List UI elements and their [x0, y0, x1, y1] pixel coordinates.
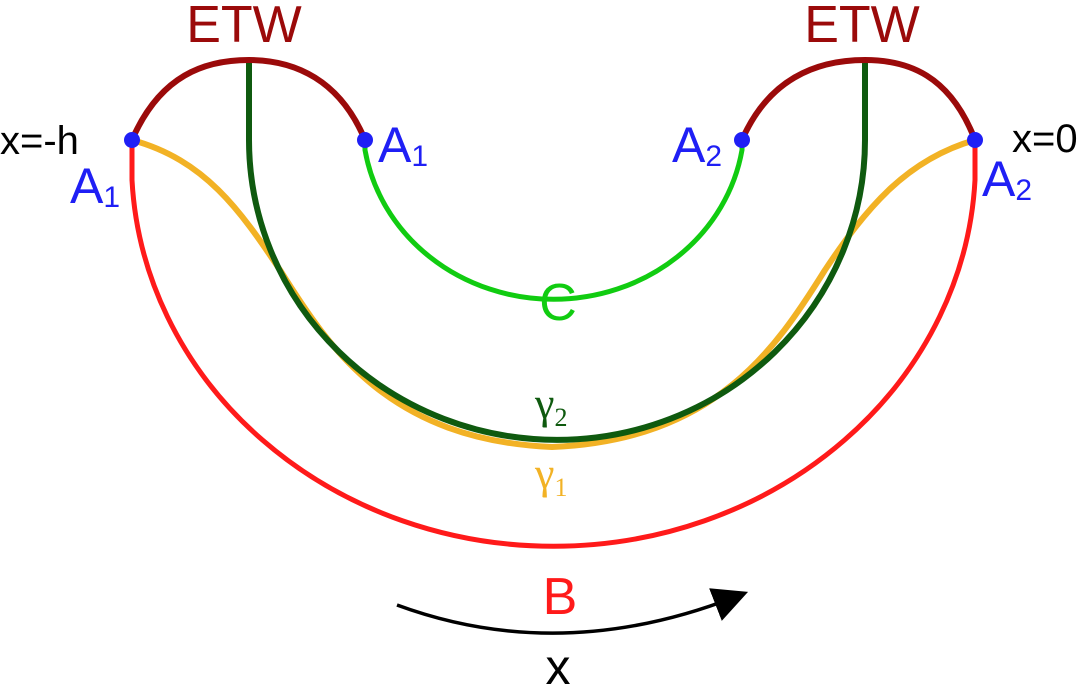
- curve-b: [129, 140, 978, 549]
- point-a1-inner: [357, 132, 373, 148]
- curve-gamma2: [246, 60, 868, 443]
- point-a2-inner: [734, 132, 750, 148]
- region-b-label: B: [543, 568, 578, 626]
- etw-label-right: ETW: [804, 0, 920, 54]
- etw-label-left: ETW: [186, 0, 302, 54]
- curve-c: [362, 140, 745, 302]
- etw-arc-left: [129, 56, 368, 142]
- x-direction-arrow: [396, 588, 749, 635]
- gamma2-label: γ2: [534, 379, 567, 432]
- x-minus-h-label: x=-h: [0, 119, 79, 163]
- point-a1-left: [124, 132, 140, 148]
- etw-arc-right: [739, 56, 978, 142]
- point-a2-right: [967, 132, 983, 148]
- x-zero-label: x=0: [1012, 117, 1078, 161]
- region-c-label: C: [539, 274, 577, 332]
- x-direction-label: x: [546, 639, 571, 686]
- gamma1-label: γ1: [534, 449, 567, 502]
- a2-inner-label: A2: [672, 117, 722, 173]
- a2-right-label: A2: [982, 151, 1032, 207]
- a1-inner-label: A1: [378, 117, 428, 173]
- a1-left-label: A1: [70, 158, 120, 214]
